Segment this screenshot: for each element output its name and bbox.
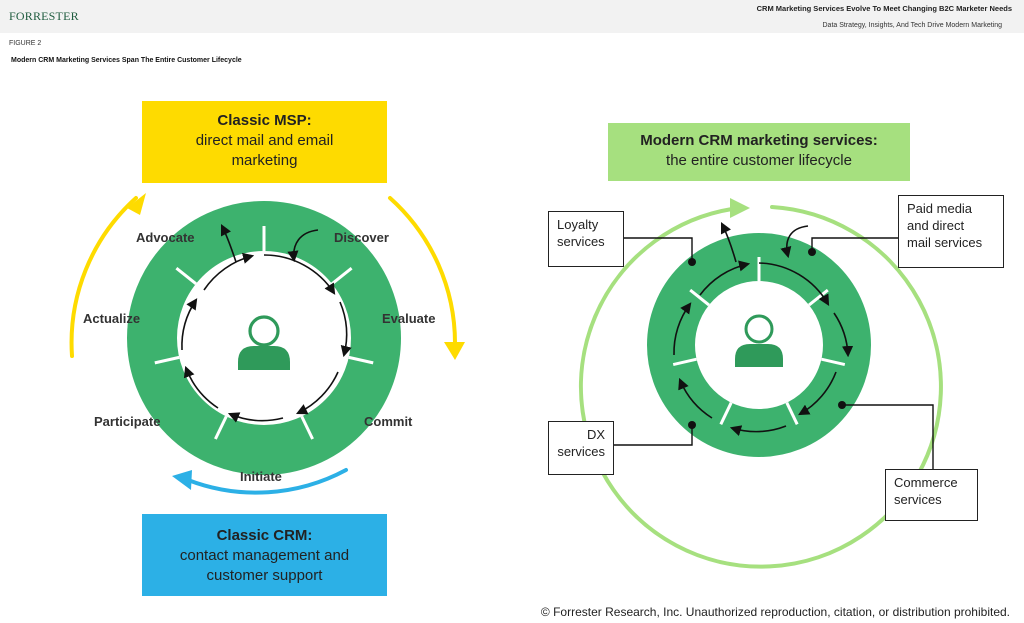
- modern-crm-box: Modern CRM marketing services: the entir…: [608, 123, 910, 181]
- ring-divider: [719, 402, 733, 425]
- msp-arc-right: [388, 196, 458, 347]
- arrow-icon: [729, 425, 787, 436]
- commerce-leader: [842, 404, 934, 469]
- arrow-icon: [780, 225, 809, 259]
- arrow-icon: [220, 223, 237, 263]
- stage-participate: Participate: [94, 414, 161, 429]
- ring-divider: [821, 357, 846, 367]
- callout-commerce-line1: Commerce: [894, 475, 958, 490]
- msp-arrowhead-left: [127, 193, 146, 215]
- stage-commit: Commit: [364, 414, 413, 429]
- person-icon: [735, 314, 783, 367]
- callout-paid-line1: Paid media: [907, 201, 973, 216]
- report-title: CRM Marketing Services Evolve To Meet Ch…: [756, 4, 1012, 13]
- ring-divider: [331, 267, 353, 285]
- right-ring: [647, 221, 871, 457]
- arrow-icon: [183, 365, 219, 409]
- classic-crm-heading: Classic CRM:: [216, 527, 313, 544]
- callout-dx-line2: services: [557, 444, 605, 459]
- ring-divider: [808, 288, 829, 307]
- dx-leader: [614, 425, 693, 446]
- ring-divider: [175, 267, 197, 285]
- dx-dot: [688, 421, 696, 429]
- classic-crm-line1: contact management and: [179, 547, 350, 564]
- callout-paid-line3: mail services: [907, 235, 983, 250]
- modern-arc: [578, 205, 943, 569]
- crm-arc: [186, 468, 348, 495]
- classic-msp-line1: direct mail and email: [195, 132, 334, 149]
- callout-paid-media: Paid media and direct mail services: [898, 195, 1004, 268]
- ring-divider: [214, 415, 228, 440]
- ring-divider: [672, 357, 697, 367]
- modern-crm-heading: Modern CRM marketing services:: [640, 132, 878, 149]
- person-icon: [238, 315, 290, 370]
- loyalty-leader: [624, 237, 693, 262]
- modern-arrowhead: [730, 198, 750, 218]
- arrow-icon: [263, 254, 336, 295]
- arrow-icon: [833, 312, 854, 358]
- crm-arrowhead: [172, 470, 192, 490]
- arrow-icon: [181, 298, 198, 351]
- classic-msp-box: Classic MSP: direct mail and email marke…: [142, 101, 387, 183]
- ring-divider: [348, 355, 374, 365]
- ring-divider: [785, 402, 799, 425]
- classic-msp-heading: Classic MSP:: [217, 112, 312, 129]
- arrow-icon: [720, 221, 737, 263]
- ring-divider: [300, 415, 314, 440]
- classic-crm-line2: customer support: [206, 567, 323, 584]
- figure-label: FIGURE 2: [9, 40, 42, 47]
- modern-crm-line1: the entire customer lifecycle: [666, 152, 852, 169]
- arrow-icon: [699, 260, 751, 296]
- arrow-icon: [673, 302, 692, 356]
- callout-dx-line1: DX: [586, 427, 605, 442]
- arrow-icon: [287, 229, 319, 263]
- arrow-icon: [227, 412, 284, 423]
- callout-loyalty: Loyalty services: [548, 211, 624, 267]
- msp-arrowhead-right: [444, 342, 465, 360]
- stage-advocate: Advocate: [136, 230, 195, 245]
- figure-title: Modern CRM Marketing Services Span The E…: [11, 57, 242, 64]
- arrow-icon: [339, 301, 352, 358]
- stage-initiate: Initiate: [240, 469, 282, 484]
- stage-discover: Discover: [334, 230, 389, 245]
- header-bar: [0, 0, 1024, 33]
- msp-arc: [69, 196, 138, 358]
- arrow-icon: [798, 371, 837, 416]
- paid-leader: [811, 237, 898, 252]
- arrow-icon: [203, 252, 255, 291]
- ring-divider: [154, 355, 180, 365]
- stage-evaluate: Evaluate: [382, 311, 436, 326]
- report-subtitle: Data Strategy, Insights, And Tech Drive …: [822, 22, 1003, 29]
- classic-crm-box: Classic CRM: contact management and cust…: [142, 514, 387, 596]
- arrow-icon: [678, 377, 713, 419]
- left-ring: [127, 201, 401, 475]
- forrester-logo: FORRESTER: [9, 9, 79, 23]
- copyright-notice: © Forrester Research, Inc. Unauthorized …: [540, 605, 1010, 619]
- callout-commerce: Commerce services: [885, 469, 978, 521]
- arrow-icon: [758, 262, 830, 306]
- callout-paid-line2: and direct: [907, 218, 965, 233]
- commerce-dot: [838, 401, 846, 409]
- classic-msp-line2: marketing: [231, 152, 298, 169]
- stage-actualize: Actualize: [83, 311, 141, 326]
- callout-loyalty-line1: Loyalty: [557, 217, 599, 232]
- ring-divider: [689, 288, 710, 307]
- arrow-icon: [295, 371, 339, 415]
- paid-dot: [808, 248, 816, 256]
- loyalty-dot: [688, 258, 696, 266]
- callout-loyalty-line2: services: [557, 234, 605, 249]
- callout-commerce-line2: services: [894, 492, 942, 507]
- callout-dx: DX services: [548, 421, 614, 475]
